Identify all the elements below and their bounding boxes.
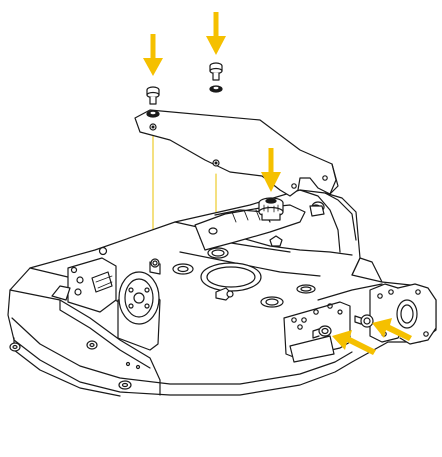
plug [258,197,284,221]
arrows [143,12,412,355]
arrow-plug [261,148,281,192]
port-side [354,314,374,328]
washer-left [146,110,160,118]
washer-right [209,85,223,93]
screw-right [209,62,223,81]
cover-plate [134,109,339,197]
arrow-port-side [372,318,412,341]
housing [7,189,437,397]
screw-left [146,86,160,105]
port-lower [312,325,332,339]
arrow-screw-left [143,34,163,76]
arrow-screw-right [206,12,226,55]
arrow-port-lower [332,330,376,355]
